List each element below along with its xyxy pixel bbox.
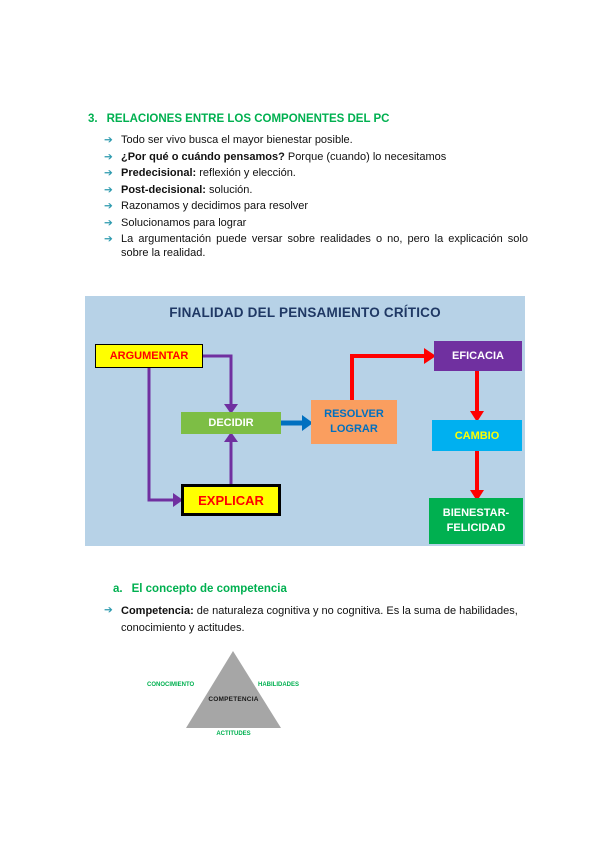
triangle-center-label: COMPETENCIA <box>208 696 259 703</box>
bullet-regular: de naturaleza cognitiva y no cognitiva. … <box>121 605 518 634</box>
arrow-bullet-icon: ➔ <box>104 216 113 229</box>
list-item: ➔ La argumentación puede versar sobre re… <box>104 233 528 261</box>
bullet-regular: La argumentación puede versar sobre real… <box>121 233 528 260</box>
section-title: RELACIONES ENTRE LOS COMPONENTES DEL PC <box>106 113 390 125</box>
bullet-bold: Post-decisional: <box>121 183 206 196</box>
competencia-triangle-diagram: COMPETENCIA CONOCIMIENTO HABILIDADES ACT… <box>140 645 340 745</box>
box-resolver-lograr: RESOLVER LOGRAR <box>311 400 397 444</box>
bullet-regular: solución. <box>205 183 253 196</box>
bullet-regular: Todo ser vivo busca el mayor bienestar p… <box>121 134 353 146</box>
box-explicar: EXPLICAR <box>181 484 281 516</box>
bullet-regular: reflexión y elección. <box>196 167 296 180</box>
bienestar-line1: BIENESTAR- <box>442 507 510 520</box>
triangle-shape <box>186 651 281 728</box>
bullet-list: ➔ Todo ser vivo busca el mayor bienestar… <box>104 134 528 264</box>
bullet-text: La argumentación puede versar sobre real… <box>121 233 528 261</box>
arrow-bullet-icon: ➔ <box>104 134 113 146</box>
subsection-title: El concepto de competencia <box>131 583 287 595</box>
bullet-text: Razonamos y decidimos para resolver <box>121 200 528 214</box>
diagram-title: FINALIDAD DEL PENSAMIENTO CRÍTICO <box>169 305 441 320</box>
box-bienestar-felicidad: BIENESTAR- FELICIDAD <box>429 498 523 544</box>
arrow-decidir-resolver <box>281 415 313 431</box>
triangle-icon <box>186 651 281 728</box>
bullet-bold: Competencia: <box>121 605 194 617</box>
triangle-left-label: CONOCIMIENTO <box>147 682 195 688</box>
box-argumentar: ARGUMENTAR <box>95 344 203 368</box>
list-item: ➔ Predecisional: reflexión y elección. <box>104 167 528 181</box>
list-item: ➔ Post-decisional: solución. <box>104 184 528 198</box>
bullet-text: Solucionamos para lograr <box>121 217 528 231</box>
bullet-bold: ¿Por qué o cuándo pensamos? <box>121 150 285 163</box>
section-heading: 3. RELACIONES ENTRE LOS COMPONENTES DEL … <box>88 113 389 125</box>
arrow-argumentar-explicar <box>147 368 183 507</box>
arrow-argumentar-decidir <box>203 354 238 414</box>
arrow-bullet-icon: ➔ <box>104 200 113 213</box>
subsection-heading: a. El concepto de competencia <box>113 583 287 595</box>
box-cambio: CAMBIO <box>432 420 522 451</box>
bullet-text: Post-decisional: solución. <box>121 184 528 198</box>
box-decidir: DECIDIR <box>181 412 281 434</box>
bullet-text: ¿Por qué o cuándo pensamos? Porque (cuan… <box>121 151 528 165</box>
subsection-number: a. <box>113 583 123 595</box>
list-item: ➔ Solucionamos para lograr <box>104 217 528 231</box>
bullet-text: Todo ser vivo busca el mayor bienestar p… <box>121 134 528 148</box>
bullet-regular: Porque (cuando) lo necesitamos <box>284 150 447 163</box>
arrow-bullet-icon: ➔ <box>104 183 113 196</box>
bienestar-line2: FELICIDAD <box>446 522 506 534</box>
resolver-line1: RESOLVER <box>324 408 384 421</box>
list-item: ➔ ¿Por qué o cuándo pensamos? Porque (cu… <box>104 151 528 165</box>
bullet-regular: Razonamos y decidimos para resolver <box>121 200 309 213</box>
bullet-text: Predecisional: reflexión y elección. <box>121 167 528 181</box>
section-number: 3. <box>88 113 98 125</box>
arrow-bullet-icon: ➔ <box>104 167 113 180</box>
list-item: ➔ Todo ser vivo busca el mayor bienestar… <box>104 134 528 148</box>
critical-thinking-diagram: FINALIDAD DEL PENSAMIENTO CRÍTICO <box>85 296 525 546</box>
arrow-bullet-icon: ➔ <box>104 150 113 163</box>
resolver-line2: LOGRAR <box>330 423 378 435</box>
triangle-right-label: HABILIDADES <box>258 682 300 688</box>
list-item: ➔ Razonamos y decidimos para resolver <box>104 200 528 214</box>
diagram-arrows <box>147 348 484 507</box>
arrow-bullet-icon: ➔ <box>104 233 113 246</box>
arrow-resolver-eficacia <box>350 348 436 400</box>
box-eficacia: EFICACIA <box>434 341 522 371</box>
bullet-regular: Solucionamos para lograr <box>121 216 247 229</box>
bullet-bold: Predecisional: <box>121 167 197 180</box>
arrow-cambio-bienestar <box>470 451 484 501</box>
triangle-bottom-label: ACTITUDES <box>216 731 251 737</box>
arrow-eficacia-cambio <box>470 371 484 422</box>
bullet-text: Competencia: de naturaleza cognitiva y n… <box>121 603 528 636</box>
arrow-explicar-decidir <box>224 432 238 484</box>
arrow-bullet-icon: ➔ <box>104 604 113 616</box>
list-item: ➔ Competencia: de naturaleza cognitiva y… <box>104 603 528 636</box>
